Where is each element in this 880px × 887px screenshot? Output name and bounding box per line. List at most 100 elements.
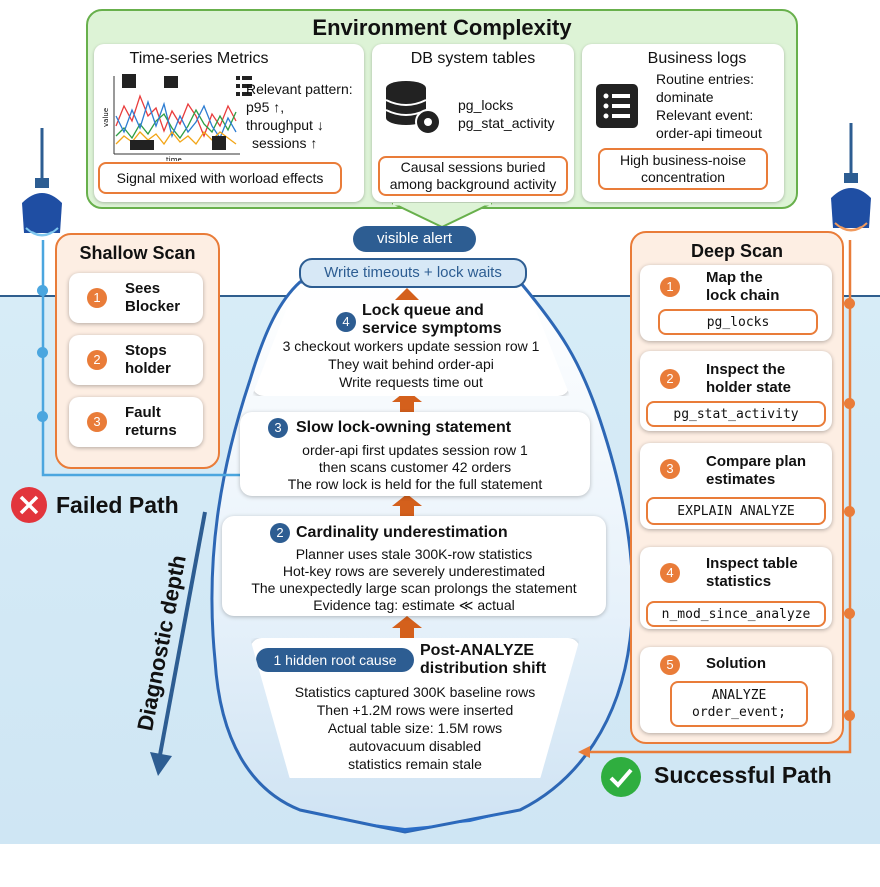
deep-path-dot <box>844 608 855 619</box>
deep-path-arrowhead <box>578 746 590 758</box>
layer-1-line-2: Then +1.2M rows were inserted <box>316 702 514 718</box>
deep-step-4-number: 4 <box>660 563 680 583</box>
shallow-step-2-line-1: Stops <box>125 342 167 359</box>
deep-step-5-command: ANALYZE order_event; <box>670 681 808 727</box>
layer-1-card: 1 hidden root cause Post-ANALYZE distrib… <box>250 638 580 778</box>
layer-2-line-1: Planner uses stale 300K-row statistics <box>295 546 533 562</box>
shallow-step-3-number: 3 <box>87 412 107 432</box>
logs-title: Business logs <box>647 50 747 67</box>
deep-path-dot <box>844 298 855 309</box>
throughput-trend: throughput ↓ <box>246 117 324 133</box>
layer-2-line-4: Evidence tag: estimate ≪ actual <box>313 597 515 613</box>
layer-2-line-2: Hot-key rows are severely underestimated <box>282 563 546 579</box>
log-event-value: order-api timeout <box>656 125 762 141</box>
failed-path-label: Failed Path <box>56 492 179 518</box>
logs-caption-line1: High business-noise <box>619 152 747 168</box>
shallow-step-1-line-2: Blocker <box>125 298 181 315</box>
deep-step-5-number: 5 <box>660 655 680 675</box>
db-caption-line2: among background activity <box>389 176 557 192</box>
layer-4-line-3: Write requests time out <box>339 374 483 390</box>
layer-4-title-1: Lock queue and <box>362 302 484 319</box>
layer-4-line-2: They wait behind order-api <box>328 356 494 372</box>
metrics-caption-box: Signal mixed with worload effects <box>98 162 342 194</box>
deep-scan-panel: Deep Scan 1 Map the lock chain pg_locks … <box>630 231 844 744</box>
metrics-chart-icon: value time <box>102 74 240 161</box>
log-event-label: Relevant event: <box>656 107 754 123</box>
db-table-pg-stat-activity: pg_stat_activity <box>458 115 555 131</box>
db-caption-line1: Causal sessions buried <box>400 159 546 175</box>
deep-path-dot <box>844 710 855 721</box>
logs-caption-box: High business-noise concentration <box>598 148 768 190</box>
deep-step-5-title: Solution <box>706 655 766 672</box>
log-routine-label: Routine entries: <box>656 71 755 87</box>
deep-step-1-number: 1 <box>660 277 680 297</box>
shallow-step-3-line-2: returns <box>125 422 177 439</box>
logs-card: Business logs Routine entries: dominate … <box>582 44 784 202</box>
deep-step-3-line-2: estimates <box>706 471 776 488</box>
deep-step-3-line-1: Compare plan <box>706 453 807 470</box>
axis-y-label: value <box>102 108 110 127</box>
deep-path-dot <box>844 506 855 517</box>
disk-icon <box>164 76 178 88</box>
deep-step-2-command: pg_stat_activity <box>646 401 826 427</box>
shallow-path-dot <box>37 347 48 358</box>
layer-2-line-3: The unexpectedly large scan prolongs the… <box>251 580 577 596</box>
deep-scan-title: Deep Scan <box>690 241 784 261</box>
deep-step-5-command-line-2: order_event; <box>692 705 786 720</box>
deep-step-5: 5 Solution ANALYZE order_event; <box>640 647 832 733</box>
shallow-step-3-line-1: Fault <box>125 404 161 421</box>
layer-4-number: 4 <box>336 312 356 332</box>
shallow-step-1: 1 Sees Blocker <box>69 273 203 323</box>
layer-1-line-4: autovacuum disabled <box>348 738 482 754</box>
shallow-scan-title: Shallow Scan <box>79 243 196 263</box>
layer-2-title: Cardinality underestimation <box>296 524 508 541</box>
environment-complexity-panel: Environment Complexity Time-series Metri… <box>86 9 798 209</box>
logs-caption-line2: concentration <box>640 169 726 185</box>
layer-3-line-3: The row lock is held for the full statem… <box>287 476 543 492</box>
layer-1-line-1: Statistics captured 300K baseline rows <box>294 684 536 700</box>
layer-1-line-3: Actual table size: 1.5M rows <box>327 720 503 736</box>
shallow-path-dot <box>37 285 48 296</box>
deep-step-3-command: EXPLAIN ANALYZE <box>646 497 826 525</box>
layer-4-card: 4 Lock queue and service symptoms 3 chec… <box>252 300 570 396</box>
layer-2-card: 2 Cardinality underestimation Planner us… <box>222 516 606 616</box>
shallow-step-2-line-2: holder <box>125 360 171 377</box>
list-icon <box>236 76 252 96</box>
success-check-icon <box>601 757 641 797</box>
shallow-step-3: 3 Fault returns <box>69 397 203 447</box>
db-caption-box: Causal sessions buried among background … <box>378 156 568 196</box>
shallow-step-1-line-1: Sees <box>125 280 161 297</box>
layer-1-title-1: Post-ANALYZE <box>420 642 535 659</box>
env-callout-pointer <box>392 203 492 229</box>
deep-step-1: 1 Map the lock chain pg_locks <box>640 265 832 341</box>
layer-4-title-2: service symptoms <box>362 320 502 337</box>
depth-arrow-head <box>150 752 172 776</box>
layer-3-line-2: then scans customer 42 orders <box>318 459 512 475</box>
shallow-step-1-number: 1 <box>87 288 107 308</box>
deep-step-2-number: 2 <box>660 369 680 389</box>
deep-step-3: 3 Compare plan estimates EXPLAIN ANALYZE <box>640 443 832 529</box>
memory-icon <box>130 140 154 150</box>
layer-3-card: 3 Slow lock-owning statement order-api f… <box>240 412 590 496</box>
left-sonar-icon <box>22 128 62 237</box>
arrow-up-2 <box>392 390 422 412</box>
metrics-title: Time-series Metrics <box>129 50 269 67</box>
deep-step-3-number: 3 <box>660 459 680 479</box>
depth-arrow-line <box>158 511 207 756</box>
layer-1-line-5: statistics remain stale <box>348 756 482 772</box>
cpu-icon <box>122 74 136 88</box>
log-document-icon <box>596 84 638 128</box>
layer-3-line-1: order-api first updates session row 1 <box>302 442 528 458</box>
deep-step-1-line-2: lock chain <box>706 287 780 304</box>
shallow-path-line <box>41 240 240 477</box>
successful-path-label: Successful Path <box>654 762 832 788</box>
shallow-path-dot <box>37 411 48 422</box>
deep-step-1-command: pg_locks <box>658 309 818 335</box>
arrow-up-1 <box>395 288 419 306</box>
db-table-pg-locks: pg_locks <box>458 97 514 113</box>
deep-path-dot <box>844 398 855 409</box>
metrics-card: Time-series Metrics value time Relevant … <box>94 44 364 202</box>
server-icon <box>212 136 226 150</box>
arrow-up-4 <box>392 616 422 638</box>
relevant-pattern-label: Relevant pattern: <box>246 81 353 97</box>
